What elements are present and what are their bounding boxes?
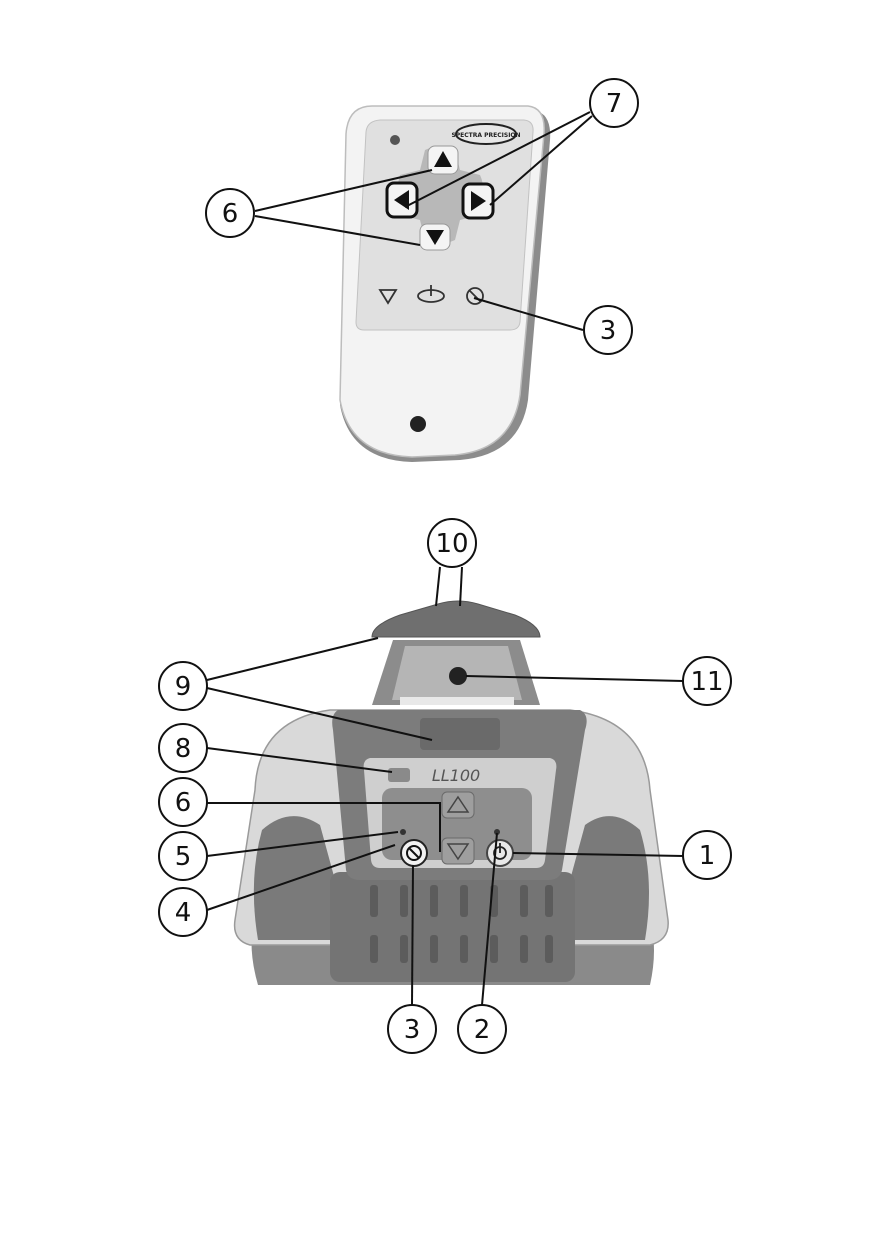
callout-laser-10: 10: [427, 518, 477, 568]
laser-power-icon: [493, 843, 507, 860]
laser-sight-handle: [420, 718, 500, 750]
callout-remote-3: 3: [583, 305, 633, 355]
svg-text:6: 6: [222, 199, 239, 229]
svg-text:11: 11: [690, 667, 723, 697]
svg-text:8: 8: [175, 734, 192, 764]
svg-text:1: 1: [699, 841, 716, 871]
laser-led-manual: [400, 829, 406, 835]
callout-remote-7: 7: [589, 78, 639, 128]
callout-laser-11: 11: [682, 656, 732, 706]
laser-model-label: LL100: [432, 766, 480, 785]
remote-left-arrow-icon: [394, 190, 409, 210]
callout-laser-8: 8: [158, 723, 208, 773]
laser-standby-icon: [406, 845, 422, 861]
callout-laser-1: 1: [682, 830, 732, 880]
svg-text:3: 3: [404, 1015, 421, 1045]
callout-laser-9: 9: [158, 661, 208, 711]
laser-window-indicator: [388, 768, 410, 782]
callout-remote-6: 6: [205, 188, 255, 238]
svg-text:6: 6: [175, 788, 192, 818]
laser-top-cap: [371, 600, 541, 638]
remote-control: SPECTRA PRECISION: [339, 105, 551, 462]
callout-laser-5: 5: [158, 831, 208, 881]
remote-down-arrow-icon: [426, 230, 444, 245]
remote-led: [390, 135, 400, 145]
callout-laser-3: 3: [387, 1004, 437, 1054]
remote-right-arrow-icon: [471, 191, 486, 211]
remote-down-triangle-icon[interactable]: [378, 289, 398, 305]
remote-lanyard-hole: [410, 416, 426, 432]
svg-text:5: 5: [175, 842, 192, 872]
svg-text:9: 9: [175, 672, 192, 702]
laser-up-triangle-icon: [446, 795, 470, 813]
remote-logo-badge: [455, 123, 517, 145]
laser-ribs: [370, 885, 553, 963]
callout-laser-4: 4: [158, 887, 208, 937]
rotating-laser: LL100: [233, 600, 669, 985]
svg-text:3: 3: [600, 316, 617, 346]
remote-logo-text: SPECTRA PRECISION: [451, 132, 520, 139]
laser-right-grip: [570, 816, 649, 940]
callout-laser-6: 6: [158, 777, 208, 827]
laser-beam-aperture: [449, 667, 467, 685]
remote-rotation-icon[interactable]: [417, 285, 445, 303]
svg-text:10: 10: [435, 529, 468, 559]
laser-lower-band: [330, 872, 575, 982]
remote-dpad-pad: [396, 146, 484, 244]
laser-down-triangle-icon: [446, 843, 470, 861]
laser-led-power: [494, 829, 500, 835]
remote-up-arrow-icon: [434, 151, 452, 167]
svg-text:4: 4: [175, 898, 192, 928]
laser-rotor-band: [400, 697, 514, 705]
svg-text:7: 7: [606, 89, 623, 119]
svg-text:2: 2: [474, 1015, 491, 1045]
callout-laser-2: 2: [457, 1004, 507, 1054]
